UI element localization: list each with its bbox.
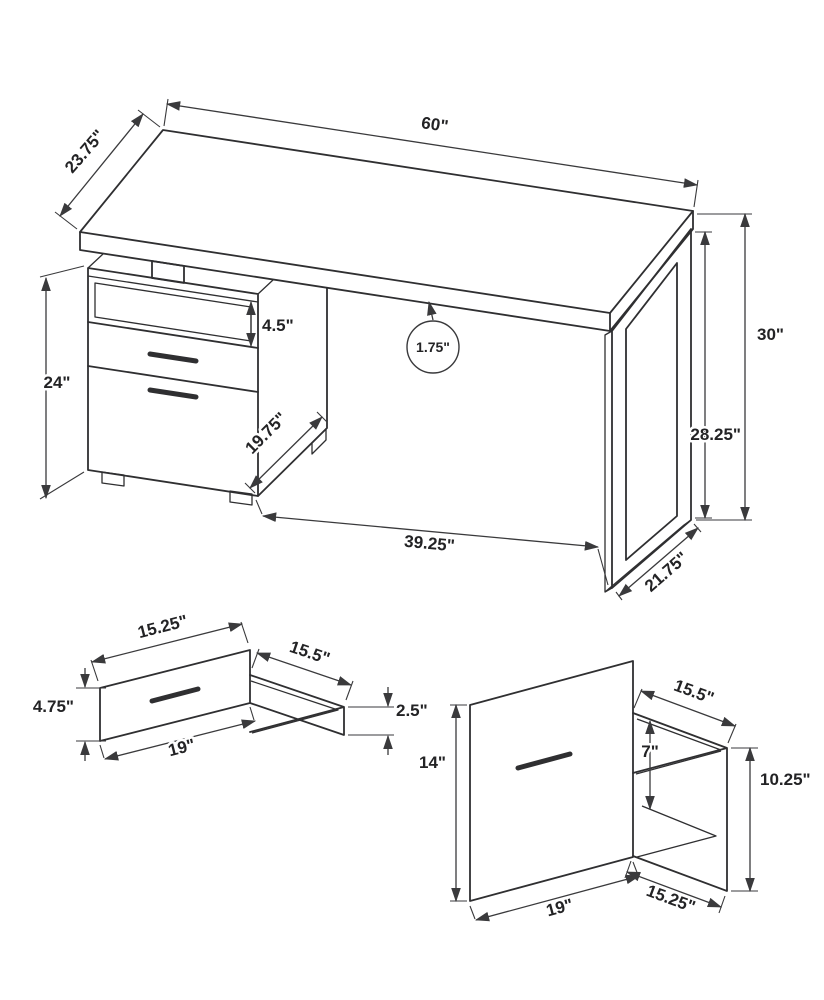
dim-file-drawer-side-height: 10.25" xyxy=(731,746,813,893)
desk-connector-panel xyxy=(151,260,185,284)
cabinet-side-top-stub xyxy=(87,253,274,295)
top-thickness-label: 1.75" xyxy=(416,339,450,355)
dim-desk-depth: 23.75" xyxy=(54,109,161,230)
cabinet-depth-label: 19.75" xyxy=(242,409,291,458)
top-thickness-callout-circle xyxy=(406,320,460,374)
file-drawer-drawing: 15.5" 7" 14" 10.25" 19" 15.25" xyxy=(417,660,813,923)
file-drawer-handle xyxy=(515,751,573,771)
cabinet-drawer-top-edge xyxy=(87,321,259,349)
cabinet-feet xyxy=(101,428,327,506)
cabinet-file-drawer-handle xyxy=(147,387,199,400)
file-drawer-side-height-label: 10.25" xyxy=(760,770,811,789)
small-drawer-handle xyxy=(149,686,201,704)
dim-small-drawer-side-height: 2.5" xyxy=(348,687,430,755)
file-drawer-front-panel xyxy=(469,660,634,902)
cabinet-top-panel-edge xyxy=(87,275,259,303)
small-drawer-inner-depth-label: 15.5" xyxy=(287,637,332,668)
file-drawer-width-label: 19" xyxy=(544,895,575,920)
file-drawer-box xyxy=(632,712,728,892)
desktop-right-face xyxy=(609,210,694,332)
small-drawer-drawing: 15.25" 15.5" 4.75" 2.5" 19" xyxy=(30,609,430,763)
dim-floor-span: 39.25" xyxy=(255,499,609,586)
dim-leg-depth: 21.75" xyxy=(615,523,702,601)
small-drawer-front-height-label: 4.75" xyxy=(33,697,74,716)
file-drawer-inner-depth-label: 7" xyxy=(641,742,659,761)
desktop-top-face xyxy=(79,129,694,314)
file-drawer-depth-label: 15.5" xyxy=(671,676,716,708)
cabinet-front-face xyxy=(87,267,259,497)
dim-file-drawer-bottom-depth: 15.25" xyxy=(624,860,726,919)
file-drawer-box-inner xyxy=(635,718,722,858)
small-drawer-side-height-label: 2.5" xyxy=(396,701,428,720)
small-drawer-width-label: 19" xyxy=(166,735,197,760)
dim-desk-width: 60" xyxy=(163,98,699,208)
leg-frame-outer xyxy=(611,228,692,589)
dim-top-thickness: 1.75" xyxy=(406,300,460,374)
dim-file-drawer-front-height: 14" xyxy=(417,703,467,903)
cabinet-drawer-bottom-edge xyxy=(87,365,259,393)
desktop-front-face xyxy=(79,231,611,332)
leg-frame-inner xyxy=(625,262,678,561)
dim-cabinet-height: 24" xyxy=(39,265,85,500)
dim-total-height: 30" xyxy=(696,212,786,522)
floor-span-label: 39.25" xyxy=(403,532,455,556)
small-drawer-inner-width-label: 15.25" xyxy=(136,611,190,642)
dim-small-drawer-inner-depth: 15.5" xyxy=(251,635,354,701)
leg-height-label: 28.25" xyxy=(690,425,741,444)
desk-depth-label: 23.75" xyxy=(61,126,109,177)
small-drawer-box-inner xyxy=(250,680,339,734)
dim-des k: 60" 23.75" 4.5" 1.75" 30" 28.25" xyxy=(39,98,786,601)
dim-cabinet-depth: 19.75" xyxy=(239,406,328,494)
dim-leg-height: 28.25" xyxy=(688,230,744,520)
dim-file-drawer-inner-depth: 7" xyxy=(639,719,661,811)
dim-small-drawer-front-height: 4.75" xyxy=(30,668,106,761)
cabinet-height-label: 24" xyxy=(44,373,71,392)
cabinet-cubby-opening xyxy=(94,282,252,342)
small-drawer-box xyxy=(249,674,345,736)
total-height-label: 30" xyxy=(757,325,784,344)
cubby-height-label: 4.5" xyxy=(262,316,294,335)
desk-drawing xyxy=(79,129,694,593)
file-drawer-front-height-label: 14" xyxy=(419,753,446,772)
dim-small-drawer-width: 19" xyxy=(99,706,257,763)
file-drawer-bottom-depth-label: 15.25" xyxy=(644,881,698,916)
desk-width-label: 60" xyxy=(420,113,450,136)
dim-cubby-height: 4.5" xyxy=(246,300,296,348)
cabinet-small-drawer-handle xyxy=(147,351,199,364)
dim-file-drawer-width: 19" xyxy=(469,861,641,923)
